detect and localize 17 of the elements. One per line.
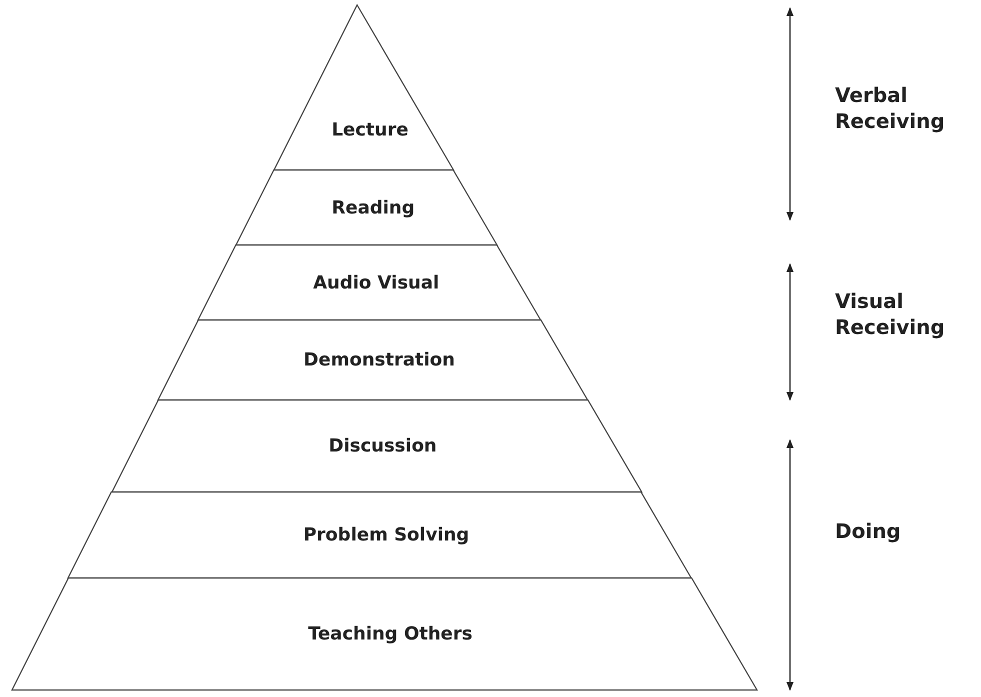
range-label: Doing (835, 518, 902, 544)
pyramid-tier (12, 578, 758, 690)
tier-label: Teaching Others (308, 624, 472, 644)
tier-label: Lecture (332, 120, 408, 141)
pyramid-tier (68, 492, 692, 578)
pyramid-tier (274, 5, 454, 170)
tier-label: Discussion (328, 436, 437, 456)
tier-label: Reading (332, 197, 415, 218)
range-label: Visual Receiving (835, 288, 946, 340)
pyramid-tier (236, 170, 498, 245)
tier-label: Audio Visual (313, 272, 440, 293)
range-label: Verbal Receiving (835, 82, 946, 134)
pyramid-tier (158, 320, 588, 400)
tier-label: Problem Solving (303, 524, 470, 546)
pyramid-tier (198, 245, 541, 320)
pyramid-tier (112, 400, 642, 492)
tier-label: Demonstration (304, 350, 455, 370)
